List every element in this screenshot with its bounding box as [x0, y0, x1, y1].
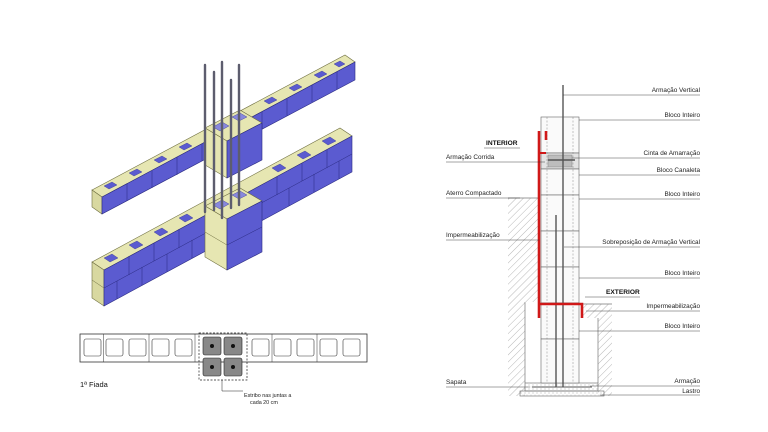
upper-wall [91, 54, 356, 215]
label-aterro-compactado: Aterro Compactado [446, 190, 502, 197]
label-sapata: Sapata [446, 379, 467, 386]
wall-section: Armação Vertical Bloco Inteiro Cinta de … [446, 85, 701, 397]
vertical-rebars [203, 60, 241, 220]
label-armacao-corrida: Armação Corrida [446, 154, 495, 161]
label-sobreposicao-armacao: Sobreposição de Armação Vertical [602, 239, 700, 246]
isometric-block-walls [91, 54, 356, 307]
first-course-label: 1ª Fiada [80, 380, 109, 389]
label-impermeabilizacao-ext: Impermeabilização [646, 303, 700, 310]
label-impermeabilizacao-int: Impermeabilização [446, 232, 500, 239]
label-armacao: Armação [674, 378, 700, 385]
label-bloco-inteiro-3: Bloco Inteiro [664, 270, 700, 277]
label-bloco-inteiro-1: Bloco Inteiro [664, 112, 700, 119]
first-course-plan: 1ª Fiada Estribo nas juntas a cada 20 cm [79, 332, 368, 406]
label-armacao-vertical: Armação Vertical [652, 87, 700, 94]
label-bloco-canaleta: Bloco Canaleta [657, 167, 701, 174]
exterior-label: EXTERIOR [606, 289, 640, 296]
stirrup-note-line1: Estribo nas juntas a [244, 393, 291, 399]
label-lastro: Lastro [682, 388, 700, 395]
label-cinta-de-amarracao: Cinta de Amarração [644, 150, 701, 157]
interior-label: INTERIOR [486, 140, 518, 147]
label-bloco-inteiro-4: Bloco Inteiro [664, 323, 700, 330]
label-bloco-inteiro-2: Bloco Inteiro [664, 191, 700, 198]
stirrup-note-line2: cada 20 cm [250, 400, 278, 406]
